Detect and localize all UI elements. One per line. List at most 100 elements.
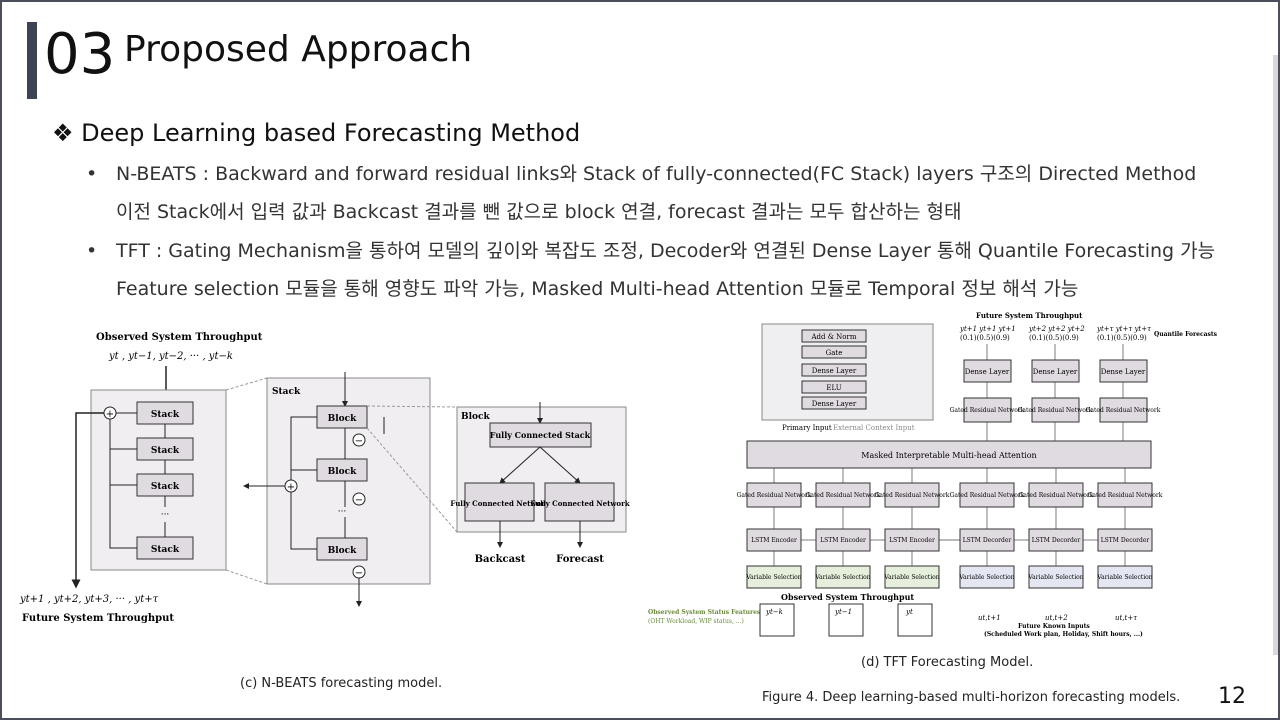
svg-text:yt+1 yt+1 yt+1: yt+1 yt+1 yt+1 bbox=[959, 325, 1016, 333]
nbeats-caption: (c) N-BEATS forecasting model. bbox=[240, 676, 443, 691]
tft-inner-stack: Add & Norm Gate Dense Layer ELU Dense La… bbox=[801, 329, 867, 410]
bullet-nbeats-cont: 이전 Stack에서 입력 값과 Backcast 결과를 뺀 값으로 bloc… bbox=[116, 201, 962, 223]
section-number: 03 bbox=[44, 22, 116, 87]
svg-text:−: − bbox=[355, 568, 363, 579]
svg-text:+: + bbox=[287, 482, 295, 493]
svg-text:Variable Selection: Variable Selection bbox=[745, 574, 801, 581]
tft-diagram: Add & Norm Gate Dense Layer ELU Dense La… bbox=[648, 311, 1218, 638]
svg-text:(0.1)(0.5)(0.9): (0.1)(0.5)(0.9) bbox=[960, 334, 1010, 342]
svg-text:(0.1)(0.5)(0.9): (0.1)(0.5)(0.9) bbox=[1097, 334, 1147, 342]
svg-text:Variable Selection: Variable Selection bbox=[814, 574, 870, 581]
tft-known-sub: (Scheduled Work plan, Holiday, Shift hou… bbox=[984, 631, 1143, 638]
svg-text:Dense Layer: Dense Layer bbox=[965, 368, 1010, 376]
svg-text:Stack: Stack bbox=[151, 446, 180, 456]
forecast-label: Forecast bbox=[556, 554, 604, 565]
tft-known-title: Future Known Inputs bbox=[1018, 623, 1090, 630]
svg-text:LSTM Decorder: LSTM Decorder bbox=[963, 537, 1012, 544]
nbeats-future-seq: yt+1 , yt+2, yt+3, ··· , yt+τ bbox=[19, 594, 159, 605]
svg-text:ut,t+2: ut,t+2 bbox=[1045, 614, 1068, 622]
svg-text:Gated Residual Network: Gated Residual Network bbox=[1088, 492, 1163, 499]
svg-text:yt−k: yt−k bbox=[765, 608, 783, 616]
scrollbar[interactable] bbox=[1273, 55, 1278, 655]
svg-text:Dense Layer: Dense Layer bbox=[1101, 368, 1146, 376]
svg-text:···: ··· bbox=[161, 510, 170, 520]
svg-text:−: − bbox=[355, 436, 363, 447]
svg-text:Gated Residual Network: Gated Residual Network bbox=[950, 492, 1025, 499]
svg-text:Gated Residual Network: Gated Residual Network bbox=[737, 492, 812, 499]
svg-text:Masked Interpretable Multi-hea: Masked Interpretable Multi-head Attentio… bbox=[861, 451, 1036, 460]
tft-quantiles: yt+1 yt+1 yt+1 (0.1)(0.5)(0.9) yt+2 yt+2… bbox=[959, 325, 1151, 342]
page-number: 12 bbox=[1218, 684, 1246, 709]
svg-text:yt+τ yt+τ yt+τ: yt+τ yt+τ yt+τ bbox=[1096, 325, 1151, 333]
tft-attention bbox=[746, 440, 1152, 469]
svg-text:Block: Block bbox=[328, 414, 358, 424]
nbeats-future-title: Future System Throughput bbox=[22, 613, 174, 624]
tft-caption: (d) TFT Forecasting Model. bbox=[861, 655, 1034, 670]
svg-text:LSTM Encoder: LSTM Encoder bbox=[751, 537, 797, 544]
fc-stack-label: Fully Connected Stack bbox=[490, 430, 591, 440]
nbeats-observed-seq: yt , yt−1, yt−2, ··· , yt−k bbox=[108, 351, 233, 362]
svg-text:Gate: Gate bbox=[826, 349, 843, 357]
bullet-tft-cont: Feature selection 모듈을 통해 영향도 파악 가능, Mask… bbox=[116, 278, 1079, 300]
svg-text:Stack: Stack bbox=[272, 387, 301, 397]
svg-text:Block: Block bbox=[328, 546, 358, 556]
tft-status-title: Observed System Status Features bbox=[648, 609, 761, 616]
backcast-label: Backcast bbox=[475, 554, 526, 565]
svg-text:Variable Selection: Variable Selection bbox=[958, 574, 1014, 581]
svg-text:···: ··· bbox=[338, 507, 347, 517]
nbeats-observed-title: Observed System Throughput bbox=[96, 332, 263, 343]
tft-encoder-inputs: yt−k yt−1 yt bbox=[759, 603, 933, 637]
tft-top-grn: Gated Residual Network Gated Residual Ne… bbox=[950, 397, 1161, 423]
svg-text:Dense Layer: Dense Layer bbox=[812, 367, 857, 375]
tft-future-title: Future System Throughput bbox=[976, 311, 1083, 320]
svg-text:ut,t+1: ut,t+1 bbox=[978, 614, 1001, 622]
fc-network-right: Fully Connected Network bbox=[530, 499, 629, 508]
tft-decoder-inputs: ut,t+1 ut,t+2 ut,t+τ bbox=[978, 614, 1137, 622]
tft-status-sub: (OHT Workload, WIP status, ...) bbox=[648, 618, 744, 625]
svg-text:yt+2 yt+2 yt+2: yt+2 yt+2 yt+2 bbox=[1028, 325, 1085, 333]
svg-text:ELU: ELU bbox=[826, 384, 841, 392]
svg-text:−: − bbox=[355, 495, 363, 506]
svg-text:Gated Residual Network: Gated Residual Network bbox=[806, 492, 881, 499]
svg-text:yt−1: yt−1 bbox=[834, 608, 852, 616]
title-accent-bar bbox=[27, 22, 37, 99]
tft-quantile-label: Quantile Forecasts bbox=[1154, 331, 1218, 338]
svg-text:Stack: Stack bbox=[151, 482, 180, 492]
tft-primary-input: Primary Input bbox=[782, 424, 832, 432]
svg-text:Dense Layer: Dense Layer bbox=[1033, 368, 1078, 376]
tft-dense-layers: Dense Layer Dense Layer Dense Layer bbox=[963, 359, 1148, 383]
svg-text:Variable Selection: Variable Selection bbox=[1027, 574, 1083, 581]
svg-text:Gated Residual Network: Gated Residual Network bbox=[1019, 492, 1094, 499]
svg-text:Dense Layer: Dense Layer bbox=[812, 400, 857, 408]
bullet-tft: •TFT : Gating Mechanism을 통하여 모델의 깊이와 복잡도… bbox=[86, 240, 1216, 262]
svg-text:Stack: Stack bbox=[151, 545, 180, 555]
svg-text:ut,t+τ: ut,t+τ bbox=[1115, 614, 1137, 622]
tft-lstm-row: LSTM Encoder LSTM Encoder LSTM Encoder L… bbox=[746, 528, 1153, 552]
section-heading: ❖ Deep Learning based Forecasting Method bbox=[52, 119, 581, 147]
tft-external-input: External Context Input bbox=[833, 424, 915, 432]
svg-text:(0.1)(0.5)(0.9): (0.1)(0.5)(0.9) bbox=[1029, 334, 1079, 342]
svg-text:Block: Block bbox=[328, 467, 358, 477]
svg-text:Gated Residual Network: Gated Residual Network bbox=[1018, 407, 1093, 414]
nbeats-diagram: Observed System Throughput yt , yt−1, yt… bbox=[19, 332, 630, 624]
svg-text:Stack: Stack bbox=[151, 410, 180, 420]
svg-text:Variable Selection: Variable Selection bbox=[883, 574, 939, 581]
svg-text:+: + bbox=[106, 409, 114, 420]
svg-text:LSTM Encoder: LSTM Encoder bbox=[889, 537, 935, 544]
svg-text:LSTM Encoder: LSTM Encoder bbox=[820, 537, 866, 544]
tft-varsel-row: Variable Selection Variable Selection Va… bbox=[745, 565, 1153, 589]
svg-text:Gated Residual Network: Gated Residual Network bbox=[1086, 407, 1161, 414]
svg-text:Block: Block bbox=[461, 412, 491, 422]
svg-text:Add & Norm: Add & Norm bbox=[810, 333, 856, 341]
svg-text:LSTM Decorder: LSTM Decorder bbox=[1032, 537, 1081, 544]
figure-caption: Figure 4. Deep learning-based multi-hori… bbox=[762, 690, 1181, 705]
fc-network-left: Fully Connected Network bbox=[450, 499, 549, 508]
tft-grn-row: Gated Residual Network Gated Residual Ne… bbox=[737, 482, 1163, 508]
svg-text:Variable Selection: Variable Selection bbox=[1096, 574, 1152, 581]
page-title: Proposed Approach bbox=[124, 29, 473, 70]
svg-text:LSTM Decorder: LSTM Decorder bbox=[1101, 537, 1150, 544]
svg-text:Gated Residual Network: Gated Residual Network bbox=[875, 492, 950, 499]
svg-text:yt: yt bbox=[905, 608, 913, 616]
bullet-nbeats: •N-BEATS : Backward and forward residual… bbox=[86, 163, 1197, 185]
